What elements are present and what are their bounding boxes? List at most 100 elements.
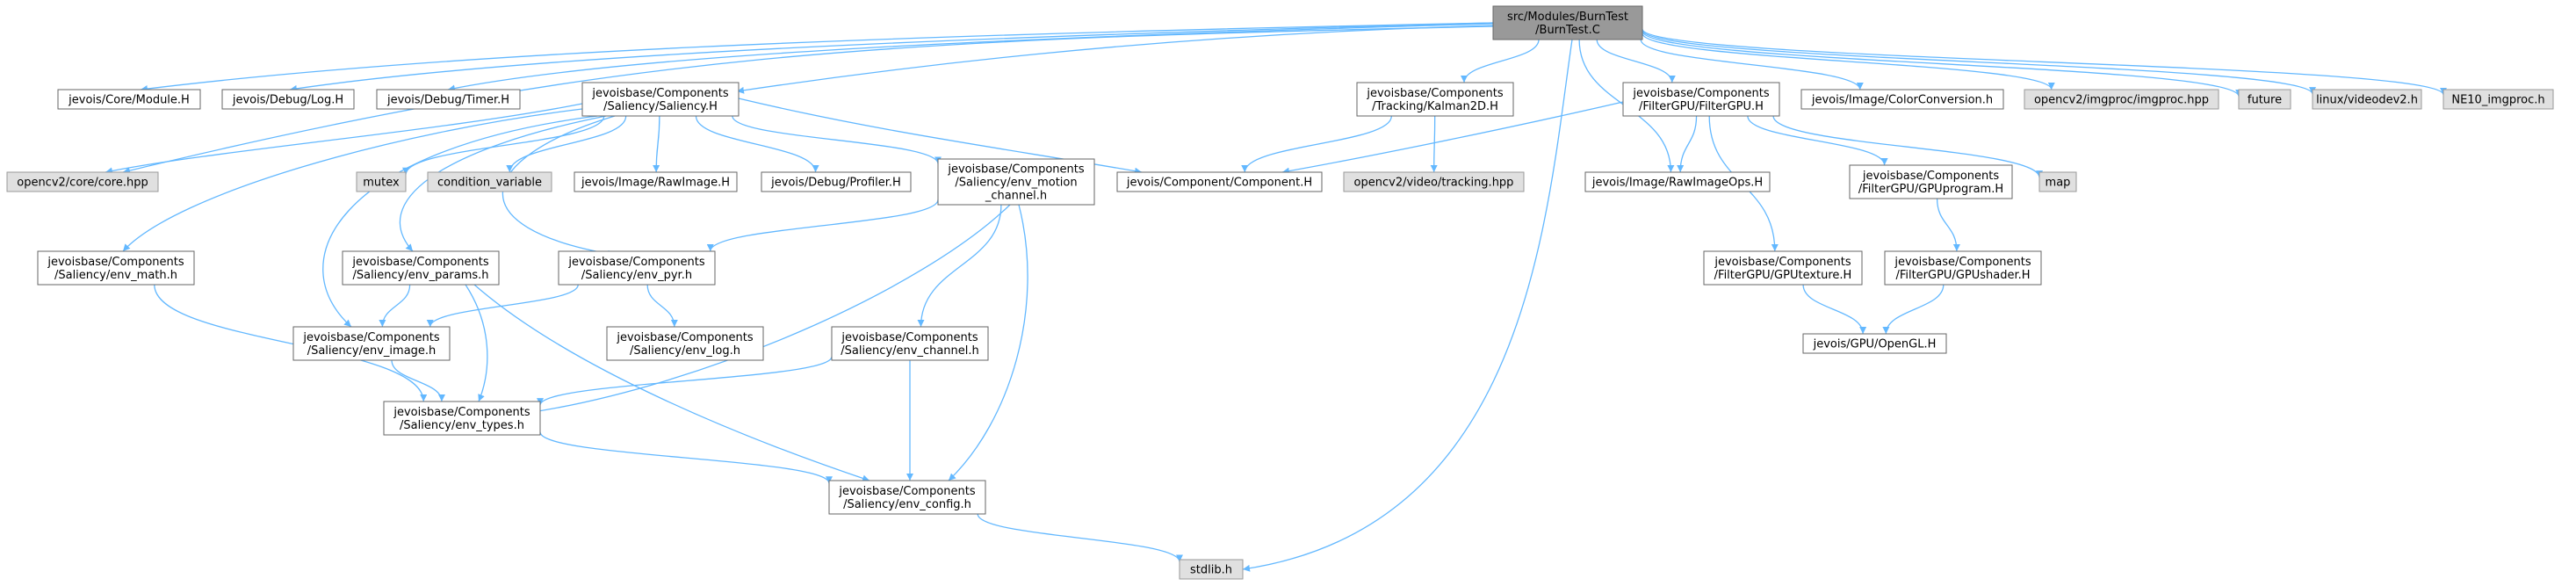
edge-filtergpu-to-component <box>1281 101 1624 175</box>
edge-kalman-to-component <box>1241 115 1393 173</box>
edge-gpushader-to-opengl <box>1882 284 1945 335</box>
edge-envmotion-to-envtypes <box>526 204 1011 416</box>
node-label: jevoisbase/Components/FilterGPU/GPUtextu… <box>1714 256 1851 282</box>
edge-root-to-filtergpu <box>1596 39 1676 83</box>
node-label: jevois/GPU/OpenGL.H <box>1813 338 1937 351</box>
node-label: jevoisbase/Components/Saliency/Saliency.… <box>591 87 728 113</box>
node-label: jevoisbase/Components/Tracking/Kalman2D.… <box>1366 87 1503 113</box>
node-label: opencv2/core/core.hpp <box>17 177 148 190</box>
edge-saliency-to-profiler <box>695 115 819 173</box>
node-box <box>376 89 521 110</box>
edge-kalman-to-tracking <box>1430 115 1438 173</box>
node-box <box>1703 250 1863 286</box>
node-rawimageops[interactable]: jevois/Image/RawImageOps.H <box>1584 171 1771 192</box>
node-saliency[interactable]: jevoisbase/Components/Saliency/Saliency.… <box>581 82 740 117</box>
node-box <box>1622 82 1780 117</box>
node-envpyr[interactable]: jevoisbase/Components/Saliency/env_pyr.h <box>558 250 716 286</box>
node-gputexture[interactable]: jevoisbase/Components/FilterGPU/GPUtextu… <box>1703 250 1863 286</box>
node-box <box>6 171 159 192</box>
node-box <box>383 401 541 436</box>
edge-root-to-corehpp <box>122 25 1494 174</box>
node-box <box>828 480 986 515</box>
node-label: jevoisbase/Components/FilterGPU/GPUshade… <box>1894 256 2031 282</box>
node-box <box>2024 89 2219 110</box>
nodes-layer: src/Modules/BurnTest/BurnTest.C jevois/Co… <box>6 5 2554 580</box>
node-box <box>57 89 201 110</box>
edge-root-to-saliency <box>736 25 1494 94</box>
node-box <box>1343 171 1525 192</box>
node-label: jevois/Debug/Timer.H <box>386 94 509 107</box>
node-label: jevoisbase/Components/Saliency/env_types… <box>393 406 530 432</box>
edge-root-to-stdlib <box>1242 39 1573 572</box>
edge-saliency-to-condvar <box>506 115 627 173</box>
node-box <box>2238 89 2291 110</box>
node-log[interactable]: jevois/Debug/Log.H <box>221 89 355 110</box>
node-label: jevoisbase/Components/FilterGPU/FilterGP… <box>1632 87 1769 113</box>
node-box <box>1492 5 1643 40</box>
node-envmotion[interactable]: jevoisbase/Components/Saliency/env_motio… <box>937 158 1095 206</box>
node-label: jevois/Debug/Profiler.H <box>770 177 901 190</box>
node-envparams[interactable]: jevoisbase/Components/Saliency/env_param… <box>342 250 500 286</box>
node-label: jevoisbase/Components/Saliency/env_confi… <box>838 485 975 511</box>
node-box <box>221 89 355 110</box>
node-envmath[interactable]: jevoisbase/Components/Saliency/env_math.… <box>37 250 195 286</box>
edge-root-to-module <box>140 22 1494 92</box>
node-mutex: mutex <box>356 171 407 192</box>
edge-filtergpu-to-rawimageops <box>1677 115 1698 173</box>
node-kalman[interactable]: jevoisbase/Components/Tracking/Kalman2D.… <box>1356 82 1514 117</box>
node-filtergpu[interactable]: jevoisbase/Components/FilterGPU/FilterGP… <box>1622 82 1780 117</box>
node-label: mutex <box>363 177 400 190</box>
node-rawimage[interactable]: jevois/Image/RawImage.H <box>574 171 738 192</box>
node-box <box>761 171 912 192</box>
node-box <box>1179 559 1244 580</box>
node-label: linux/videodev2.h <box>2316 94 2418 107</box>
node-module[interactable]: jevois/Core/Module.H <box>57 89 201 110</box>
node-box <box>558 250 716 286</box>
node-box <box>356 171 407 192</box>
node-label: future <box>2248 94 2282 107</box>
node-envchannel[interactable]: jevoisbase/Components/Saliency/env_chann… <box>831 326 989 361</box>
node-box <box>1116 171 1323 192</box>
node-root[interactable]: src/Modules/BurnTest/BurnTest.C <box>1492 5 1643 40</box>
node-label: NE10_imgproc.h <box>2451 94 2544 107</box>
node-ne10: NE10_imgproc.h <box>2443 89 2554 110</box>
edge-envmotion-to-envpyr <box>706 199 939 252</box>
node-timer[interactable]: jevois/Debug/Timer.H <box>376 89 521 110</box>
node-component[interactable]: jevois/Component/Component.H <box>1116 171 1323 192</box>
node-colorconv[interactable]: jevois/Image/ColorConversion.h <box>1800 89 2004 110</box>
node-label: jevoisbase/Components/Saliency/env_log.h <box>616 331 753 358</box>
node-envtypes[interactable]: jevoisbase/Components/Saliency/env_types… <box>383 401 541 436</box>
node-profiler[interactable]: jevois/Debug/Profiler.H <box>761 171 912 192</box>
node-gpuprogram[interactable]: jevoisbase/Components/FilterGPU/GPUprogr… <box>1849 164 2013 199</box>
edge-saliency-to-envmotion <box>732 115 942 164</box>
node-gpushader[interactable]: jevoisbase/Components/FilterGPU/GPUshade… <box>1884 250 2042 286</box>
node-envconfig[interactable]: jevoisbase/Components/Saliency/env_confi… <box>828 480 986 515</box>
edge-envparams-to-envconfig <box>473 284 870 482</box>
node-box <box>937 158 1095 206</box>
node-box <box>342 250 500 286</box>
node-corehpp: opencv2/core/core.hpp <box>6 171 159 192</box>
node-opengl[interactable]: jevois/GPU/OpenGL.H <box>1802 333 1947 354</box>
node-label: jevois/Core/Module.H <box>68 94 190 107</box>
edge-saliency-to-envmath <box>122 108 583 252</box>
edge-envconfig-to-stdlib <box>977 513 1183 562</box>
node-box <box>606 326 764 361</box>
node-label: opencv2/video/tracking.hpp <box>1354 177 1514 190</box>
edge-root-to-videodev <box>1642 29 2316 95</box>
node-box <box>831 326 989 361</box>
node-future: future <box>2238 89 2291 110</box>
node-stdlib: stdlib.h <box>1179 559 1244 580</box>
node-label: map <box>2046 177 2071 190</box>
edge-saliency-to-envimage <box>322 115 598 328</box>
node-box <box>1849 164 2013 199</box>
edge-envpyr-to-envimage <box>426 284 579 328</box>
node-label: jevoisbase/Components/Saliency/env_math.… <box>47 256 184 282</box>
node-map: map <box>2038 171 2077 192</box>
edge-envtypes-to-envconfig <box>539 431 833 484</box>
node-envimage[interactable]: jevoisbase/Components/Saliency/env_image… <box>292 326 451 361</box>
node-label: src/Modules/BurnTest/BurnTest.C <box>1507 11 1628 37</box>
node-box <box>292 326 451 361</box>
node-envlog[interactable]: jevoisbase/Components/Saliency/env_log.h <box>606 326 764 361</box>
edge-filtergpu-to-map <box>1772 115 2043 178</box>
node-box <box>1802 333 1947 354</box>
